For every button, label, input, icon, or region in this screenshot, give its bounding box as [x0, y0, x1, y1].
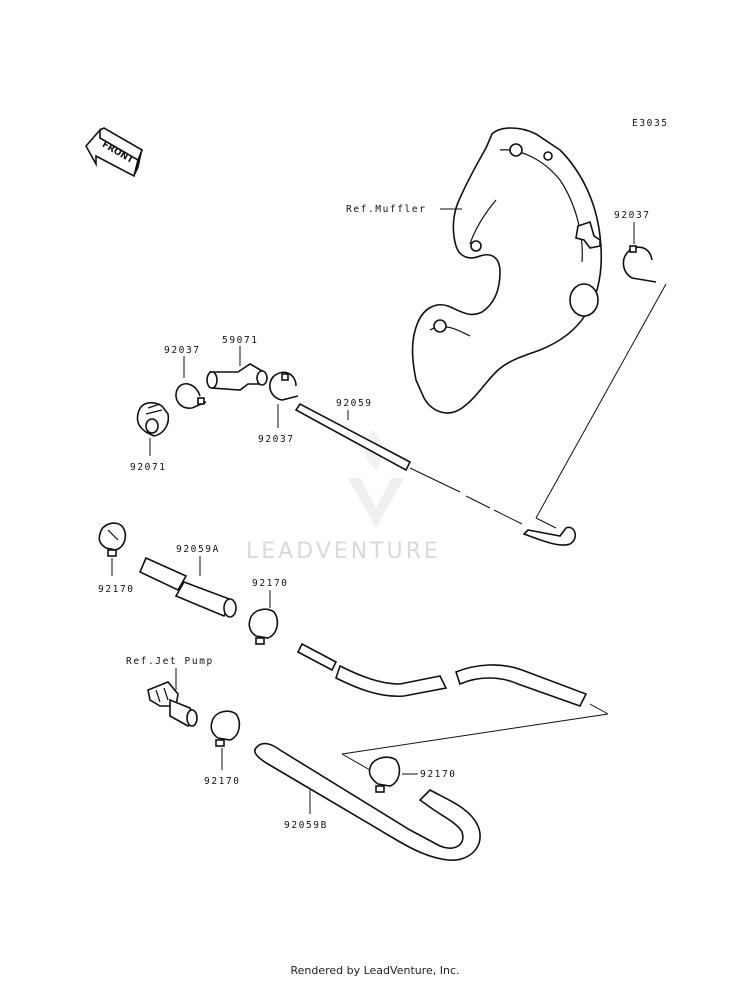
clamp-92037-mid [269, 371, 299, 401]
clamp-92170-right [368, 756, 401, 793]
muffler-part [411, 127, 603, 414]
label-92170-right: 92170 [420, 769, 457, 780]
front-arrow-icon: FRONT [85, 127, 143, 178]
watermark-text: LEADVENTURE [246, 539, 441, 564]
tube-92059-bend [522, 526, 577, 546]
label-92037-mid: 92037 [258, 434, 295, 445]
label-92059: 92059 [336, 398, 373, 409]
label-59071: 59071 [222, 335, 259, 346]
hose-92059b [253, 742, 481, 861]
rendered-by-footer: Rendered by LeadVenture, Inc. [290, 964, 460, 977]
jet-pump-fitting [147, 681, 198, 727]
label-92170-low: 92170 [204, 776, 241, 787]
label-92170-left: 92170 [98, 584, 135, 595]
hose-92059a [138, 556, 237, 618]
label-92059a: 92059A [176, 544, 220, 555]
knob-92071 [136, 401, 170, 437]
ref-muffler-label: Ref.Muffler [346, 204, 427, 215]
hose-upper-section [296, 642, 588, 707]
clamp-92170-left [98, 522, 127, 557]
label-92037-right: 92037 [614, 210, 651, 221]
clamp-92037-left [175, 383, 207, 409]
ref-jet-pump-label: Ref.Jet Pump [126, 656, 214, 667]
clamp-92170-low [210, 710, 241, 747]
diagram-code: E3035 [632, 118, 669, 129]
label-92071: 92071 [130, 462, 167, 473]
clamp-92037-right [622, 245, 657, 283]
label-92170-mid: 92170 [252, 578, 289, 589]
clamp-92170-mid [248, 608, 279, 645]
tube-92059 [294, 402, 412, 472]
fitting-59071 [206, 363, 268, 391]
label-92037-left: 92037 [164, 345, 201, 356]
label-92059b: 92059B [284, 820, 328, 831]
